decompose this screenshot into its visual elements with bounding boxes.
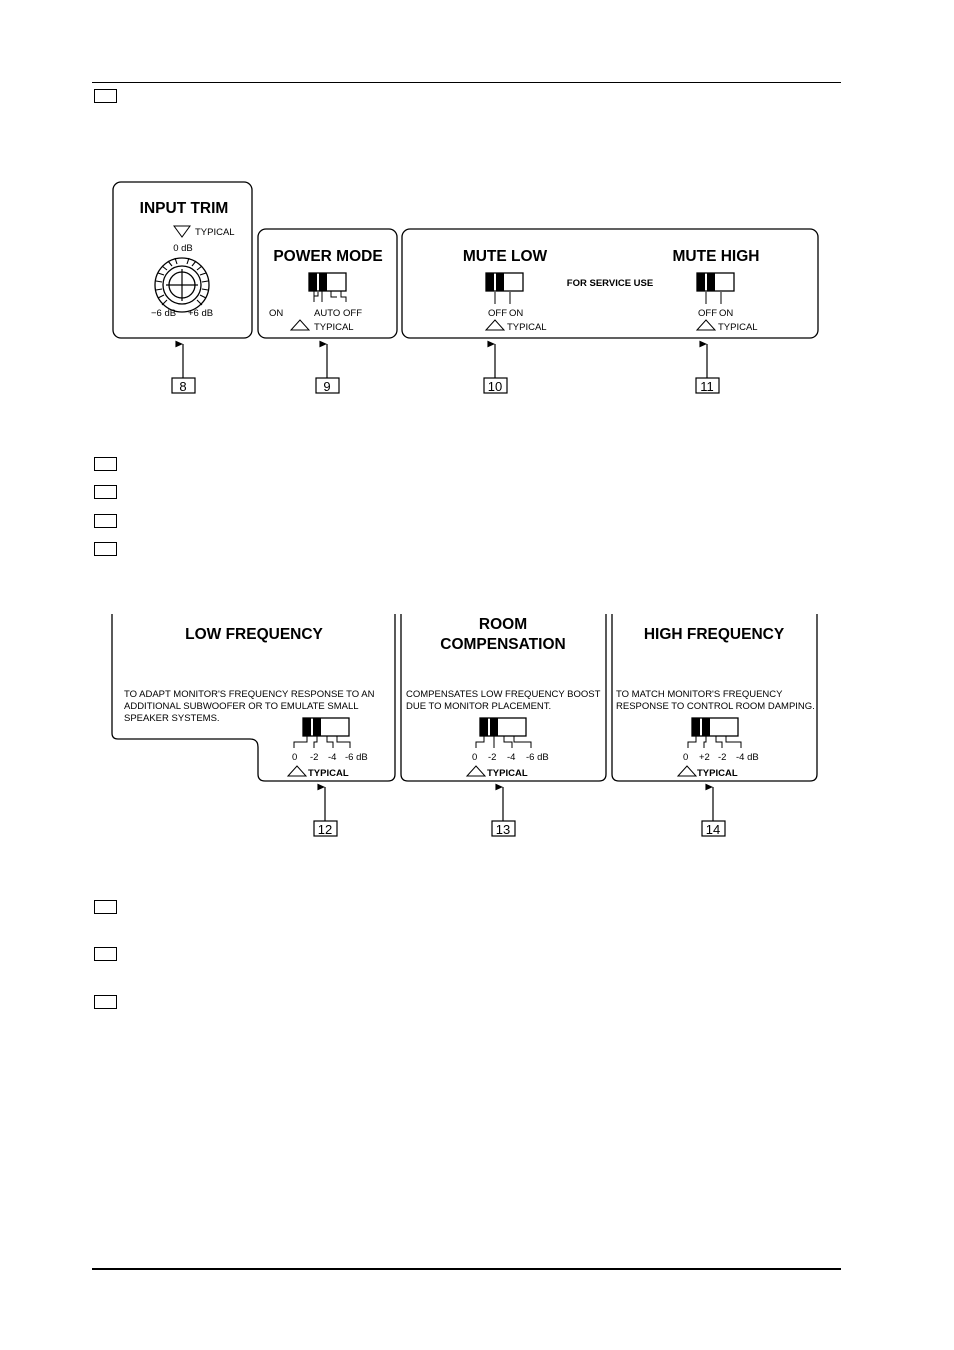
trim-knob-icon	[154, 257, 210, 313]
typical-triangle-icon	[676, 765, 698, 777]
low-frequency-typical: TYPICAL	[308, 768, 349, 779]
header-rule	[92, 82, 841, 83]
room-compensation-scale-label: 0	[472, 752, 477, 763]
item-marker-10	[94, 514, 117, 528]
mute-low-typical: TYPICAL	[507, 322, 547, 333]
mute-low-switch	[485, 272, 524, 304]
room-compensation-typical: TYPICAL	[487, 768, 528, 779]
mute-section	[401, 228, 819, 339]
room-compensation-title: ROOM	[479, 616, 527, 633]
typical-triangle-icon	[173, 225, 191, 238]
callout-label-11: 11	[700, 379, 714, 394]
high-frequency-section	[611, 614, 818, 782]
room-compensation-switch	[475, 717, 532, 748]
mute-high-typical: TYPICAL	[718, 322, 758, 333]
low-frequency-desc-line: SPEAKER SYSTEMS.	[124, 713, 220, 724]
footer-rule	[92, 1268, 841, 1270]
item-marker-9	[94, 485, 117, 499]
input-trim-typical: TYPICAL	[195, 227, 235, 238]
high-frequency-title: HIGH FREQUENCY	[644, 626, 785, 643]
low-frequency-scale-label: -2	[310, 752, 318, 763]
top-control-panel	[112, 181, 819, 339]
high-frequency-typical: TYPICAL	[697, 768, 738, 779]
item-marker-14	[94, 995, 117, 1009]
low-frequency-section	[111, 614, 396, 782]
power-mode-section	[257, 228, 398, 339]
item-marker-12	[94, 900, 117, 914]
section-marker	[94, 89, 117, 103]
power-mode-title: POWER MODE	[273, 248, 382, 265]
typical-triangle-icon	[286, 765, 308, 777]
high-frequency-switch	[687, 717, 742, 748]
callout-label-13: 13	[496, 822, 510, 837]
low-frequency-scale-label: -4	[328, 752, 336, 763]
room-compensation-scale-label: -6 dB	[526, 752, 549, 763]
room-compensation-desc-line: DUE TO MONITOR PLACEMENT.	[406, 701, 551, 712]
callout-label-10: 10	[488, 379, 502, 394]
high-frequency-scale-label: +2	[699, 752, 710, 763]
room-compensation-section	[400, 614, 607, 782]
input-trim-zero-label: 0 dB	[173, 243, 193, 254]
room-compensation-desc-line: COMPENSATES LOW FREQUENCY BOOST	[406, 689, 601, 700]
high-frequency-scale-label: -4 dB	[736, 752, 759, 763]
callout-label-8: 8	[179, 379, 186, 394]
mute-high-switch	[696, 272, 735, 304]
callout-label-9: 9	[323, 379, 330, 394]
input-trim-title: INPUT TRIM	[140, 200, 229, 217]
room-compensation-title: COMPENSATION	[440, 636, 565, 653]
high-frequency-scale-label: -2	[718, 752, 726, 763]
mute-low-on-label: ON	[509, 308, 523, 319]
power-mode-on-label: ON	[269, 308, 283, 319]
service-use-label: FOR SERVICE USE	[567, 278, 653, 289]
input-trim-min-label: −6 dB	[151, 308, 176, 319]
low-frequency-scale-label: 0	[292, 752, 297, 763]
typical-triangle-icon	[695, 319, 717, 331]
typical-triangle-icon	[465, 765, 487, 777]
power-mode-typical: TYPICAL	[314, 322, 354, 333]
item-marker-8	[94, 457, 117, 471]
callout-label-14: 14	[706, 822, 720, 837]
low-frequency-desc-line: ADDITIONAL SUBWOOFER OR TO EMULATE SMALL	[124, 701, 359, 712]
low-frequency-switch	[293, 717, 351, 748]
typical-triangle-icon	[484, 319, 506, 331]
mute-high-title: MUTE HIGH	[673, 248, 760, 265]
room-compensation-scale-label: -2	[488, 752, 496, 763]
input-trim-section	[112, 181, 253, 339]
input-trim-max-label: +6 dB	[188, 308, 213, 319]
mute-low-title: MUTE LOW	[463, 248, 548, 265]
mute-high-on-label: ON	[719, 308, 733, 319]
mute-high-off-label: OFF	[698, 308, 717, 319]
low-frequency-desc-line: TO ADAPT MONITOR'S FREQUENCY RESPONSE TO…	[124, 689, 375, 700]
item-marker-13	[94, 947, 117, 961]
high-frequency-scale-label: 0	[683, 752, 688, 763]
low-frequency-title: LOW FREQUENCY	[185, 626, 323, 643]
callout-label-12: 12	[318, 822, 332, 837]
low-frequency-scale-label: -6 dB	[345, 752, 368, 763]
high-frequency-desc-line: TO MATCH MONITOR'S FREQUENCY	[616, 689, 783, 700]
item-marker-11	[94, 542, 117, 556]
power-mode-off-label: OFF	[343, 308, 362, 319]
high-frequency-desc-line: RESPONSE TO CONTROL ROOM DAMPING.	[616, 701, 815, 712]
typical-triangle-icon	[289, 319, 311, 331]
mute-low-off-label: OFF	[488, 308, 507, 319]
room-compensation-scale-label: -4	[507, 752, 515, 763]
power-mode-auto-label: AUTO	[314, 308, 340, 319]
power-mode-switch	[308, 272, 347, 302]
bottom-control-panel	[111, 614, 818, 782]
